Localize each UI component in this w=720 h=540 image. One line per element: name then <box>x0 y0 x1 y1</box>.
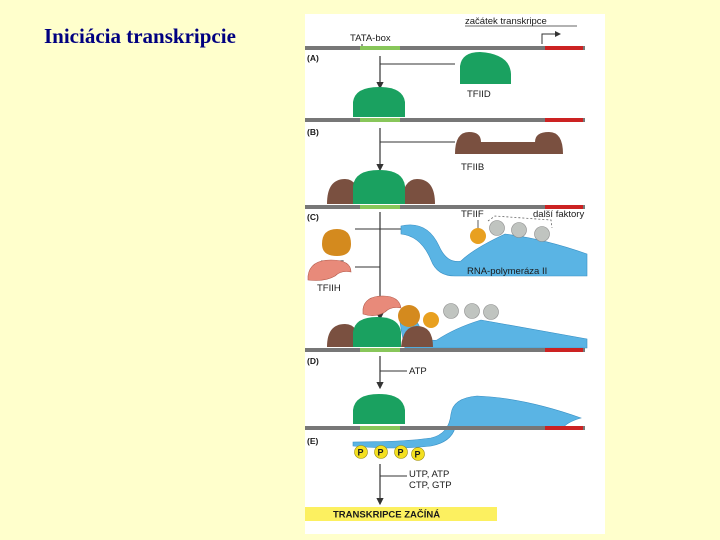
tfiih-free <box>308 260 351 281</box>
phosphate-3-label: P <box>398 448 404 458</box>
phosphate-4-label: P <box>415 450 421 460</box>
transcription-start-arrow <box>542 34 560 44</box>
other-factor-bound-1 <box>444 304 459 319</box>
other-factor-3 <box>535 227 550 242</box>
tfiid-label: TFIID <box>467 89 491 100</box>
phosphate-2-label: P <box>378 448 384 458</box>
other-factors-label: další faktory <box>533 209 584 220</box>
panel-b-label: (B) <box>307 127 319 137</box>
tfiif-free <box>470 228 486 244</box>
transcription-start-label: začátek transkripce <box>465 16 547 27</box>
tfiid-bound-e <box>353 394 405 424</box>
tfiie-bound <box>398 305 420 327</box>
panel-d-label: (D) <box>307 356 319 366</box>
tfiih-label: TFIIH <box>317 283 341 294</box>
phosphate-1-label: P <box>358 448 364 458</box>
tfiid-bound-complex <box>353 317 401 347</box>
transcription-begins-label: TRANSKRIPCE ZAČÍNÁ <box>333 509 440 521</box>
other-factor-2 <box>512 223 527 238</box>
dna-strand-a <box>305 46 585 50</box>
ntp-label-2: CTP, GTP <box>409 480 452 491</box>
tfiib-free <box>455 132 563 154</box>
dna-strand-d <box>305 348 585 352</box>
tfiid-bound-b <box>353 87 405 117</box>
tfiif-label: TFIIF <box>461 209 484 220</box>
figure-canvas: TATA-box začátek transkripce (A) TFIID (… <box>305 14 605 534</box>
tfiih-bound <box>363 296 401 316</box>
atp-label: ATP <box>409 366 427 377</box>
dna-strand-e <box>305 426 585 430</box>
dna-strand-b <box>305 118 585 122</box>
slide-title: Iniciácia transkripcie <box>44 24 236 49</box>
tfiid-free <box>460 52 511 84</box>
panel-c-label: (C) <box>307 212 319 222</box>
tfiie-free <box>322 229 351 256</box>
other-factor-bound-2 <box>465 304 480 319</box>
panel-e-label: (E) <box>307 436 319 446</box>
tfiib-label: TFIIB <box>461 162 484 173</box>
rna-polymerase-label: RNA-polymeráza II <box>467 266 547 277</box>
other-factor-bound-3 <box>484 305 499 320</box>
panel-a-label: (A) <box>307 53 319 63</box>
tfiib-right-lobe <box>401 179 435 204</box>
tfiid-bound-c <box>353 170 405 204</box>
other-factor-1 <box>490 221 505 236</box>
transcription-initiation-figure: TATA-box začátek transkripce (A) TFIID (… <box>305 14 605 534</box>
ntp-label-1: UTP, ATP <box>409 469 449 480</box>
tfiif-bound <box>423 312 439 328</box>
tata-box-label: TATA-box <box>350 33 391 44</box>
